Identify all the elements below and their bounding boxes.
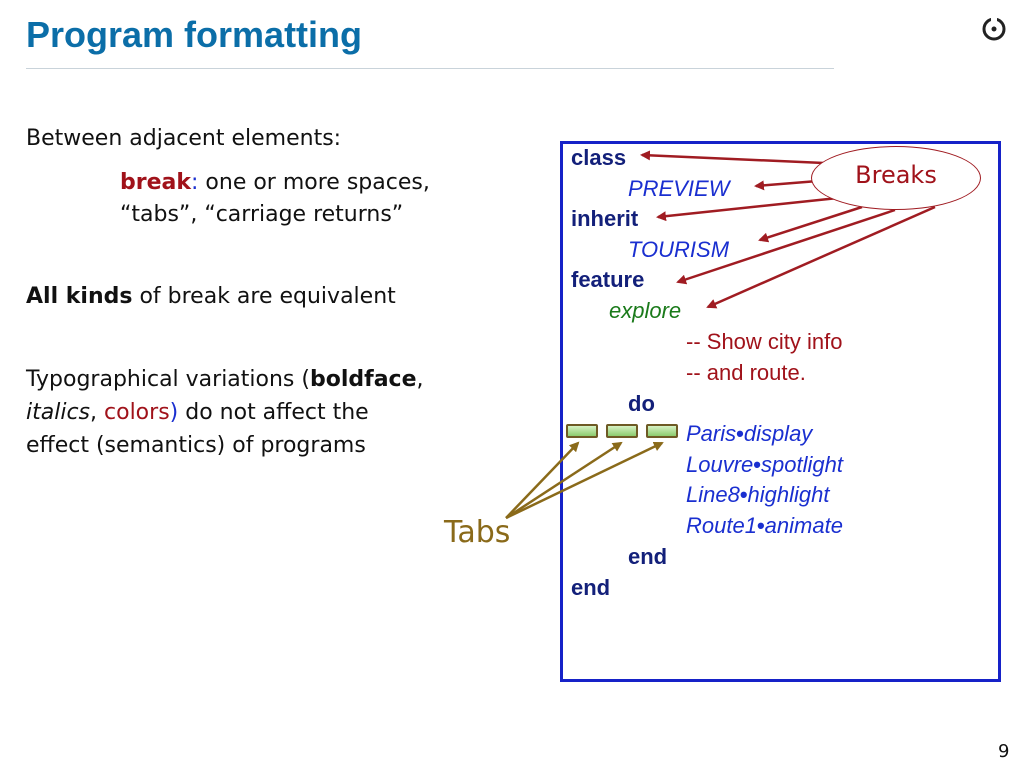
intro-text: Between adjacent elements: — [26, 126, 342, 151]
tab-marker — [646, 424, 678, 438]
do-keyword: do — [628, 391, 655, 416]
call-target: Louvre — [686, 452, 754, 477]
end-keyword: end — [571, 575, 611, 600]
typography-line-2: italics, colors) do not affect the — [26, 400, 369, 425]
dot-operator: • — [739, 482, 748, 507]
break-term: break — [120, 170, 191, 195]
all-kinds-bold: All kinds — [26, 284, 133, 309]
break-definition-text: one or more spaces, — [198, 170, 430, 195]
typography-line-3: effect (semantics) of programs — [26, 433, 366, 458]
dot-operator: • — [736, 421, 744, 446]
break-colon: : — [191, 170, 199, 195]
call-feature: animate — [764, 513, 843, 538]
inherit-keyword: inherit — [571, 206, 639, 231]
tab-marker — [566, 424, 598, 438]
instruction-line: Louvre•spotlight — [686, 452, 843, 478]
page-title: Program formatting — [26, 14, 363, 55]
typography-line-1: Typographical variations (boldface, — [26, 367, 424, 392]
call-feature: spotlight — [760, 452, 843, 477]
typography-comma: , — [416, 367, 424, 392]
end-keyword: end — [628, 544, 668, 569]
dot-operator: • — [753, 452, 761, 477]
tabs-callout-label: Tabs — [444, 515, 511, 550]
tab-marker — [606, 424, 638, 438]
breaks-callout-bubble — [811, 146, 981, 210]
feature-name: explore — [609, 298, 682, 323]
parent-class-name: TOURISM — [628, 237, 730, 262]
page-number: 9 — [998, 741, 1010, 762]
instruction-line: Paris•display — [686, 421, 812, 447]
title-divider — [26, 68, 834, 69]
feature-keyword: feature — [571, 267, 645, 292]
call-target: Route1 — [686, 513, 757, 538]
breaks-callout-label: Breaks — [855, 161, 937, 189]
instruction-line: Route1•animate — [686, 513, 843, 539]
code-box — [560, 141, 1001, 682]
instruction-line: Line8•highlight — [686, 482, 830, 508]
typography-comma: , — [90, 400, 105, 425]
code-comment: -- and route. — [686, 360, 806, 385]
italics-word: italics — [26, 400, 91, 425]
call-feature: highlight — [747, 482, 830, 507]
dot-operator: • — [756, 513, 765, 538]
class-keyword: class — [571, 145, 627, 170]
code-comment: -- Show city info — [686, 329, 843, 354]
call-feature: display — [743, 421, 813, 446]
class-name: PREVIEW — [628, 176, 730, 201]
typography-text: do not affect the — [178, 400, 369, 425]
call-target: Paris — [686, 421, 737, 446]
break-definition-line-2: “tabs”, “carriage returns” — [120, 202, 404, 227]
boldface-word: boldface — [309, 367, 417, 392]
eth-logo-icon — [982, 15, 1006, 41]
all-kinds-line: All kinds of break are equivalent — [26, 284, 396, 309]
call-target: Line8 — [686, 482, 740, 507]
break-definition-line-1: break: one or more spaces, — [120, 170, 430, 195]
closing-paren: ) — [169, 400, 179, 425]
colors-word: colors — [104, 400, 170, 425]
all-kinds-rest: of break are equivalent — [132, 284, 396, 309]
typography-text: Typographical variations ( — [26, 367, 310, 392]
